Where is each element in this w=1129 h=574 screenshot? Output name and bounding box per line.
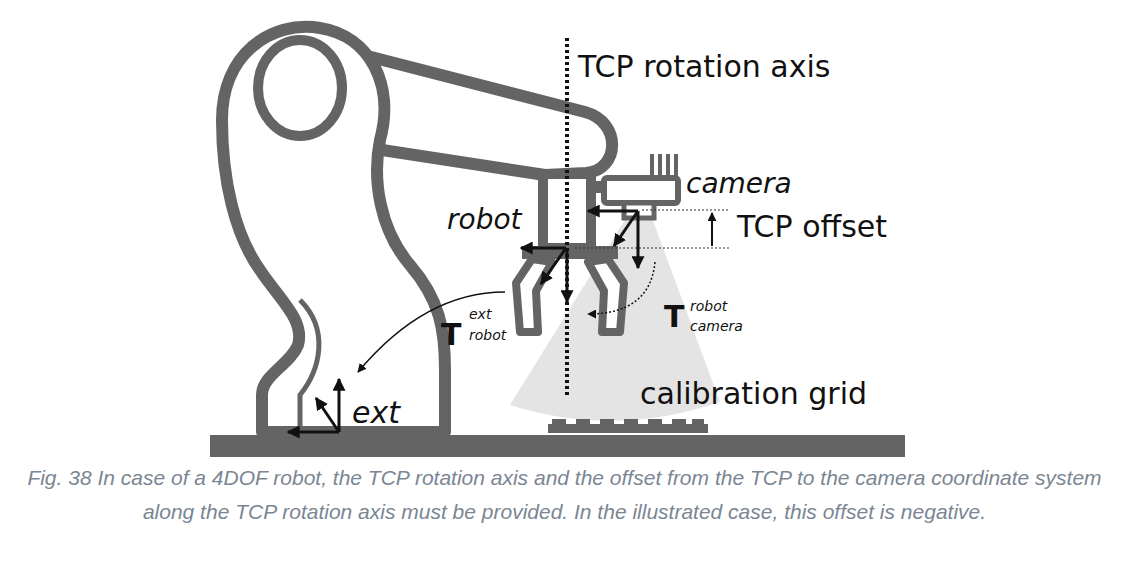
transform-superscript: ext: [469, 306, 491, 322]
camera-fin: [666, 154, 670, 178]
grid-mark: [672, 419, 686, 425]
camera-frame: [588, 211, 638, 268]
base-contour: [300, 300, 319, 430]
figure-caption: Fig. 38 In case of a 4DOF robot, the TCP…: [15, 461, 1114, 529]
calibration-grid: [548, 424, 708, 433]
frame-axis: [637, 211, 640, 268]
grid-mark: [648, 419, 662, 425]
transform-superscript: robot: [690, 298, 727, 314]
dimension-line: [642, 210, 730, 211]
frame-axis: [541, 248, 566, 284]
camera-fin: [650, 154, 654, 178]
transform-arrow: [588, 262, 655, 314]
frame-label: camera: [686, 168, 792, 200]
frame-axis: [316, 398, 339, 432]
transform-subscript: camera: [690, 318, 743, 334]
frame-axis: [566, 248, 569, 302]
offset-arrow: [711, 213, 713, 246]
frame-label: ext: [352, 396, 400, 431]
transform-subscript: robot: [469, 327, 506, 343]
gripper-finger: [588, 259, 624, 332]
component-label: calibration grid: [640, 377, 867, 412]
ext-frame: [288, 379, 339, 432]
grid-mark: [576, 419, 590, 425]
grid-mark: [600, 419, 614, 425]
camera-body: [604, 178, 678, 203]
ground-plate: [210, 435, 905, 457]
camera-fins: [652, 154, 676, 178]
frame-axis: [338, 379, 341, 432]
calibration-grid-marks: [552, 419, 704, 425]
grid-mark: [692, 419, 704, 425]
frame-axis: [614, 211, 638, 246]
transform-symbol: T: [664, 300, 684, 335]
tcp-rotation-axis: [565, 38, 569, 396]
robot-base-link: [222, 27, 445, 432]
robot-frame: [521, 248, 567, 302]
axis-label: TCP rotation axis: [578, 50, 830, 85]
camera-fin: [658, 154, 662, 178]
grid-mark: [552, 419, 566, 425]
transform-symbol: T: [441, 318, 461, 353]
dimension-label: TCP offset: [737, 210, 887, 245]
frame-label: robot: [447, 204, 522, 236]
dimension-line: [575, 248, 730, 249]
frame-axis: [588, 210, 638, 213]
gripper-finger: [516, 259, 552, 332]
frame-axis: [521, 247, 566, 250]
camera-fin: [674, 154, 678, 178]
frame-axis: [288, 431, 339, 434]
grid-mark: [624, 419, 638, 425]
shoulder-joint: [258, 40, 342, 136]
